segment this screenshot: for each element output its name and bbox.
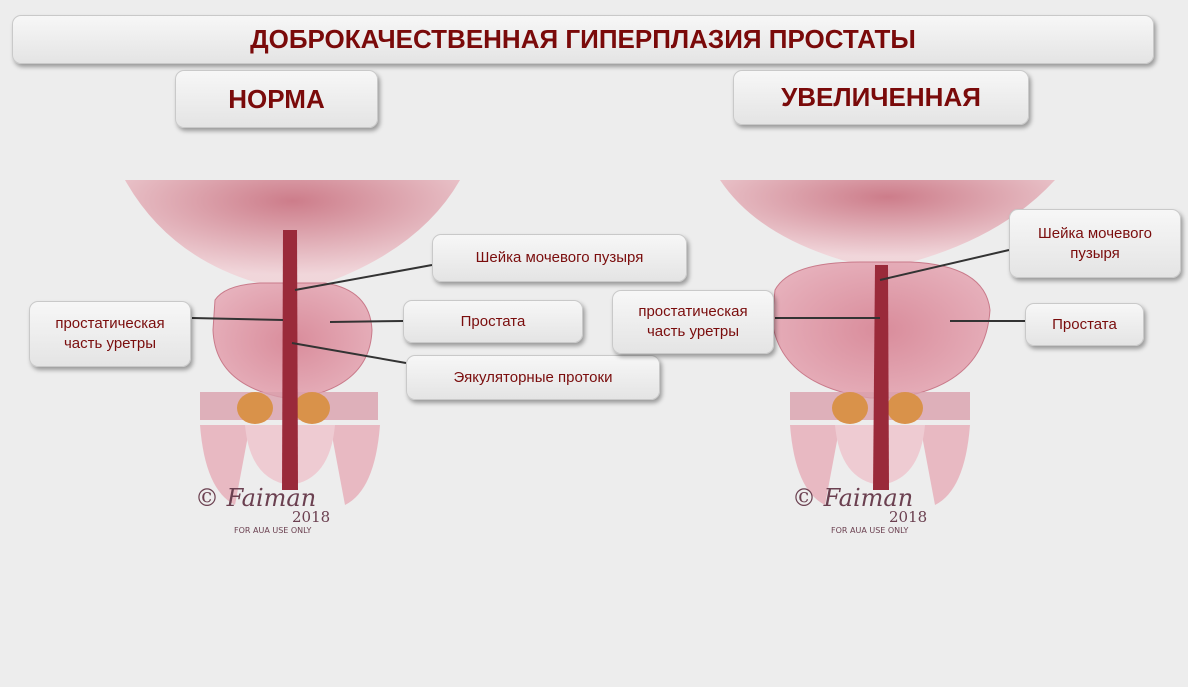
label-enlarged-prostatic-urethra: простатическая часть уретры [612, 290, 774, 354]
signature-note-left: FOR AUA USE ONLY [234, 526, 312, 535]
normal-heading: НОРМА [175, 70, 378, 128]
label-normal-ejaculatory-ducts: Эякуляторные протоки [406, 355, 660, 400]
leader-lines [191, 249, 1025, 364]
label-normal-prostatic-urethra: простатическая часть уретры [29, 301, 191, 367]
page-title: ДОБРОКАЧЕСТВЕННАЯ ГИПЕРПЛАЗИЯ ПРОСТАТЫ [12, 15, 1154, 64]
signature-year-right: 2018 [889, 508, 928, 526]
enlarged-heading: УВЕЛИЧЕННАЯ [733, 70, 1029, 125]
signature-name-right: © Faiman [792, 484, 914, 512]
signature-name-left: © Faiman [195, 484, 317, 512]
signature-note-right: FOR AUA USE ONLY [831, 526, 909, 535]
label-normal-bladder-neck: Шейка мочевого пузыря [432, 234, 687, 282]
enlarged-prostate-illustration [720, 180, 1055, 505]
normal-prostate-illustration [125, 180, 460, 505]
signature-year-left: 2018 [292, 508, 331, 526]
label-normal-prostate: Простата [403, 300, 583, 343]
label-enlarged-prostate: Простата [1025, 303, 1144, 346]
label-enlarged-bladder-neck: Шейка мочевого пузыря [1009, 209, 1181, 278]
